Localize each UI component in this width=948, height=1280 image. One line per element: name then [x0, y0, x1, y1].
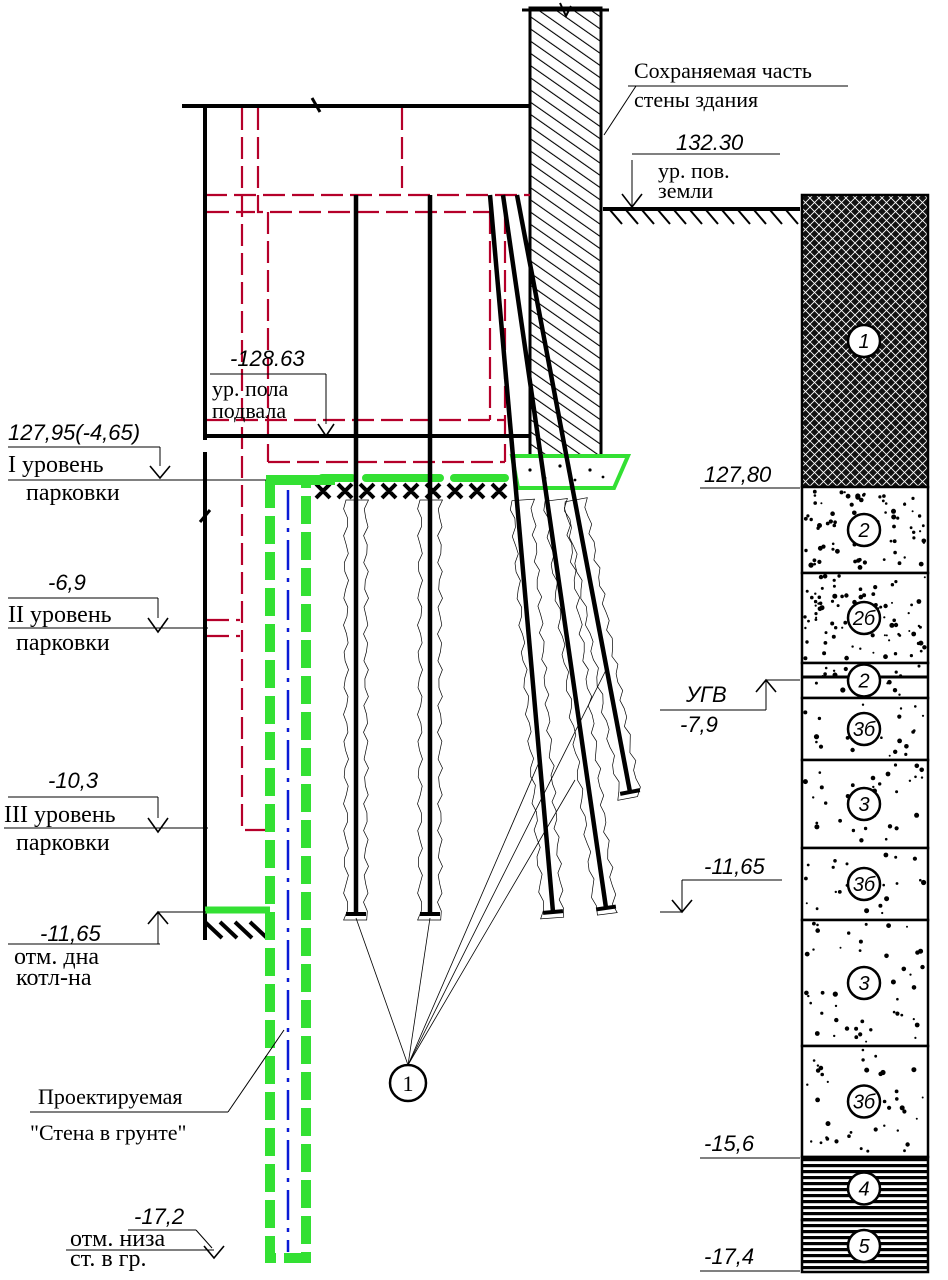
soil-layer-id: 2	[857, 520, 869, 542]
pit-boundary	[182, 97, 530, 940]
svg-text:УГВ: УГВ	[685, 682, 727, 707]
ground-label-line2: земли	[658, 178, 713, 203]
pit-elev-right: -11,65	[660, 854, 782, 914]
diaphragm-wall	[265, 475, 335, 1263]
level1-slab	[314, 474, 509, 500]
svg-text:-10,3: -10,3	[48, 768, 99, 793]
svg-text:Проектируемая: Проектируемая	[38, 1084, 183, 1109]
pit-bottom-hatch	[203, 906, 270, 940]
soil-column: 1 2 2б 2 3б 3 3б 3 3б 4 5	[800, 193, 930, 1274]
soil-layer: 3б	[800, 1044, 930, 1159]
svg-text:-7,9: -7,9	[680, 712, 718, 737]
level-1-label: 127,95(-4,65) I уровень парковки	[8, 420, 266, 506]
ground-label-line1: ур. пов.	[658, 158, 730, 183]
svg-text:-11,65: -11,65	[40, 921, 102, 946]
soil-layer: 2	[800, 661, 930, 700]
soil-layer: 3	[800, 918, 930, 1048]
ground-elev: 132.30	[676, 130, 744, 155]
soil-layer: 2	[800, 485, 930, 575]
soil-layer-id: 1	[858, 331, 869, 353]
wall-bottom-label: -17,2 отм. низа ст. в гр.	[66, 1204, 225, 1272]
soil-layer: 3б	[800, 696, 930, 762]
soil-anchors	[343, 194, 641, 921]
soil-layer-id: 3	[858, 794, 869, 816]
anchor-end	[595, 904, 617, 912]
wall-label-line2: стены здания	[634, 87, 758, 112]
anchor-grout	[509, 498, 565, 920]
svg-text:"Стена в грунте": "Стена в грунте"	[30, 1120, 187, 1145]
soil-layer-id: 4	[858, 1179, 869, 1201]
svg-text:парковки: парковки	[26, 480, 120, 506]
anchor-rod	[514, 194, 633, 793]
soil-layer-id: 3б	[853, 874, 876, 896]
svg-text:II уровень: II уровень	[8, 602, 112, 628]
svg-text:127,95(-4,65): 127,95(-4,65)	[8, 420, 140, 445]
svg-text:отм. дна: отм. дна	[14, 944, 99, 970]
svg-text:-17,4: -17,4	[704, 1244, 754, 1269]
basement-elev: -128.63	[230, 346, 305, 371]
anchor-end	[619, 788, 641, 796]
level-2-label: -6,9 II уровень парковки	[8, 570, 208, 656]
soil-layer-id: 3б	[853, 1092, 876, 1114]
anchor-grout	[564, 497, 641, 801]
svg-text:127,80: 127,80	[704, 462, 772, 487]
soil-layer: 4	[800, 1155, 930, 1222]
svg-text:-11,65: -11,65	[704, 854, 766, 879]
soil-layer-id: 5	[858, 1236, 870, 1258]
svg-text:котл-на: котл-на	[16, 965, 92, 991]
level-3-label: -10,3 III уровень парковки	[4, 768, 208, 856]
soil-layer: 3	[800, 758, 930, 850]
layer4-top-elev: -15,6	[700, 1131, 800, 1159]
groundwater-level: УГВ -7,9	[660, 678, 800, 737]
existing-building-wall	[522, 2, 609, 458]
anchor-grout	[417, 499, 444, 921]
anchor-grout	[343, 499, 370, 921]
soil-layer-id: 2б	[852, 608, 876, 630]
soil-layer-id: 2	[857, 671, 869, 693]
soil-top-elev: 127,80	[700, 462, 800, 489]
svg-text:-17,2: -17,2	[134, 1204, 184, 1229]
svg-text:парковки: парковки	[16, 630, 110, 656]
svg-text:отм. низа: отм. низа	[70, 1226, 166, 1252]
wall-label-line1: Сохраняемая часть	[634, 58, 812, 83]
svg-text:-6,9: -6,9	[48, 570, 86, 595]
svg-text:I уровень: I уровень	[8, 452, 104, 478]
svg-text:-15,6: -15,6	[704, 1131, 755, 1156]
svg-text:III уровень: III уровень	[4, 802, 116, 828]
anchor-tag: 1	[355, 669, 607, 1103]
bottom-elev: -17,4	[700, 1244, 800, 1272]
wall-label-leader	[603, 85, 637, 136]
soil-layer: 5	[800, 1218, 930, 1274]
basement-marker	[317, 423, 335, 438]
soil-layer: 1	[800, 193, 930, 489]
anchor-end	[542, 909, 564, 915]
soil-layer-id: 3	[858, 973, 869, 995]
soil-layer: 2б	[800, 571, 930, 665]
construction-outline	[205, 108, 530, 832]
designed-wall-label: Проектируемая "Стена в грунте"	[30, 1029, 285, 1145]
anchor-rod	[500, 194, 609, 909]
basement-label-line2: подвала	[212, 398, 286, 423]
pit-bottom-label: -11,65 отм. дна котл-на	[8, 910, 206, 991]
soil-layer-id: 3б	[853, 719, 876, 741]
anchor-rod	[487, 194, 556, 913]
basement-label-line1: ур. пола	[212, 376, 288, 401]
soil-layer: 3б	[800, 846, 930, 922]
anchor-grout	[543, 498, 618, 916]
anchor-tag-number: 1	[403, 1071, 414, 1096]
svg-text:парковки: парковки	[16, 830, 110, 856]
ground-surface	[603, 207, 800, 225]
